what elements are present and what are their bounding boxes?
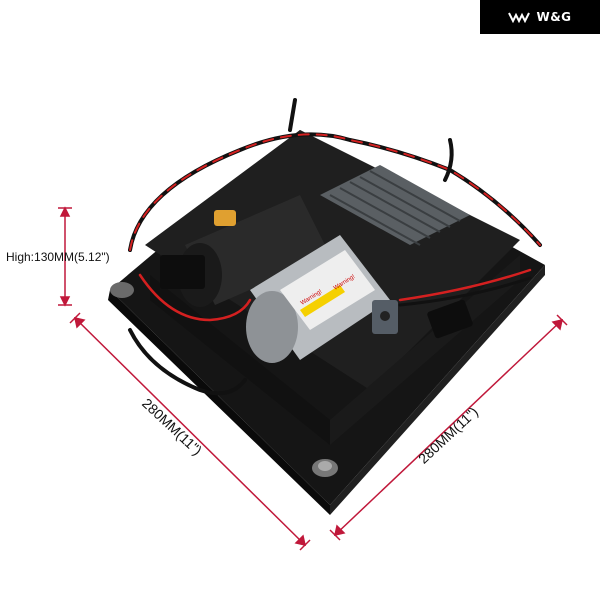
wiring-harness — [128, 98, 542, 396]
brand-name: W&G — [536, 10, 572, 24]
length-dimension-line-right — [329, 314, 568, 541]
silver-cylinder: Warning! Warning! — [246, 235, 390, 363]
black-connector-right — [427, 299, 473, 339]
wings-logo-icon — [508, 12, 531, 23]
height-dimension-label: High:130MM(5.12") — [6, 250, 110, 264]
electrical-connector — [372, 300, 398, 334]
length-dimension-line-left — [69, 312, 311, 551]
cooling-fins — [320, 165, 470, 246]
black-connector-left — [160, 255, 205, 289]
height-dimension-line — [58, 206, 72, 307]
brand-badge: W&G — [480, 0, 600, 34]
yellow-valve — [214, 210, 236, 226]
